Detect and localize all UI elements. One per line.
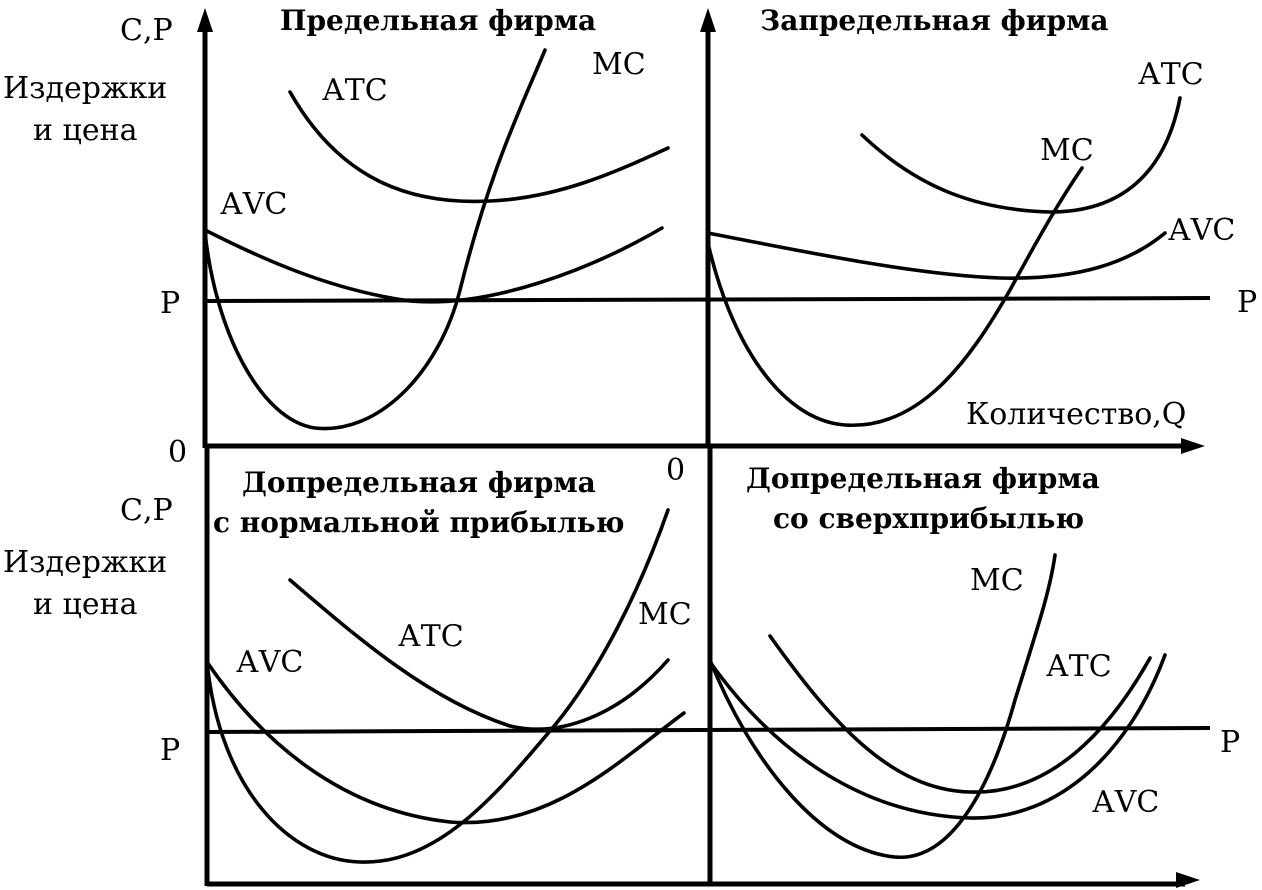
top-left-atc-curve — [288, 90, 670, 204]
label-avc-bottom-left: АVC — [236, 645, 303, 680]
label-atc-bottom-left: АТС — [398, 619, 464, 654]
price-line-top — [204, 296, 1211, 303]
bottom-right-mc-curve — [708, 553, 1057, 859]
bottom-right-atc-curve — [768, 634, 1152, 794]
title-top-right: Запредельная фирма — [760, 4, 1109, 37]
title-bottom-right-line2: со сверхприбылью — [773, 502, 1084, 535]
y-axis-left-top-arrow — [197, 8, 213, 32]
bottom-left-avc-curve — [205, 660, 686, 825]
top-right-avc-curve — [706, 231, 1167, 280]
label-mc-bottom-right: МС — [970, 563, 1024, 598]
label-atc-top-right: АТС — [1138, 57, 1204, 92]
label-mc-top-left: МС — [592, 47, 646, 82]
label-avc-top-left: АVC — [220, 187, 287, 222]
price-label-bottom-left: Р — [160, 733, 180, 768]
label-avc-top-right: АVC — [1168, 213, 1235, 248]
bottom-left-atc-curve — [288, 578, 670, 731]
title-top-left: Предельная фирма — [280, 4, 596, 37]
label-mc-top-right: МС — [1040, 133, 1094, 168]
title-bottom-left-line2: с нормальной прибылью — [213, 506, 624, 539]
bottom-right-avc-curve — [708, 653, 1167, 820]
bottom-left-mc-curve — [205, 508, 670, 864]
y-axis-symbol-top: С,Р — [120, 13, 173, 48]
origin-label-middle: 0 — [666, 453, 685, 488]
price-label-bottom-right: Р — [1220, 725, 1240, 760]
price-label-top-right: Р — [1237, 285, 1257, 320]
y-axis-label-line1-top: Издержки — [3, 71, 167, 106]
label-atc-top-left: АТС — [322, 73, 388, 108]
top-right-atc-curve — [860, 96, 1182, 214]
y-axis-label-line1-bottom: Издержки — [3, 545, 167, 580]
top-left-avc-curve — [203, 226, 664, 304]
x-axis-label: Количество,Q — [966, 397, 1186, 432]
title-bottom-left-line1: Допредельная фирма — [242, 466, 596, 499]
origin-label-left: 0 — [168, 435, 187, 470]
top-right-mc-curve — [706, 166, 1084, 427]
label-mc-bottom-left: МС — [638, 597, 692, 632]
label-atc-bottom-right: АТС — [1046, 649, 1112, 684]
y-axis-label-line2-bottom: и цена — [33, 587, 138, 622]
x-axis-top-arrow — [1181, 438, 1205, 454]
top-left-mc-curve — [203, 48, 547, 431]
y-axis-symbol-bottom: С,Р — [120, 493, 173, 528]
y-axis-label-line2-top: и цена — [33, 113, 138, 148]
x-axis-bottom-arrow — [1176, 872, 1200, 888]
title-bottom-right-line1: Допредельная фирма — [746, 462, 1100, 495]
label-avc-bottom-right: АVC — [1092, 785, 1159, 820]
price-label-top-left: Р — [160, 286, 180, 321]
price-line-bottom — [206, 726, 1211, 734]
y-axis-middle-top-arrow — [700, 8, 716, 32]
